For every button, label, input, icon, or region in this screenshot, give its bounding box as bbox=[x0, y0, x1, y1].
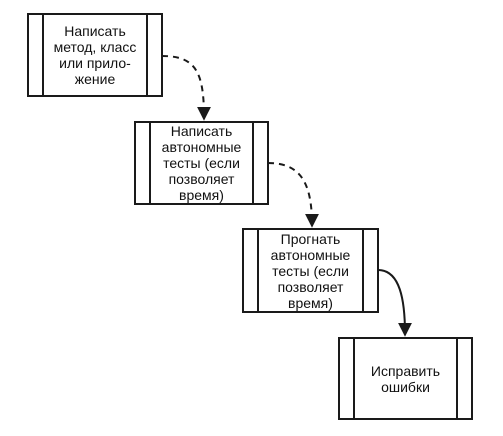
connector-step3-to-step4 bbox=[377, 269, 412, 337]
step-3-label: Прогнать автономные тесты (если позволяе… bbox=[270, 230, 351, 311]
step-1-box bbox=[27, 13, 163, 97]
connector-step1-to-step2 bbox=[161, 55, 211, 121]
step-4-box bbox=[338, 337, 473, 420]
step-2-box bbox=[134, 121, 269, 205]
step-3-box bbox=[242, 228, 379, 313]
connector-step2-to-step3 bbox=[267, 162, 319, 228]
step-1-label: Написать метод, класс или прило- жение bbox=[53, 23, 137, 87]
step-4-label: Исправить ошибки bbox=[370, 362, 441, 395]
step-2-label: Написать автономные тесты (если позволяе… bbox=[161, 123, 242, 203]
